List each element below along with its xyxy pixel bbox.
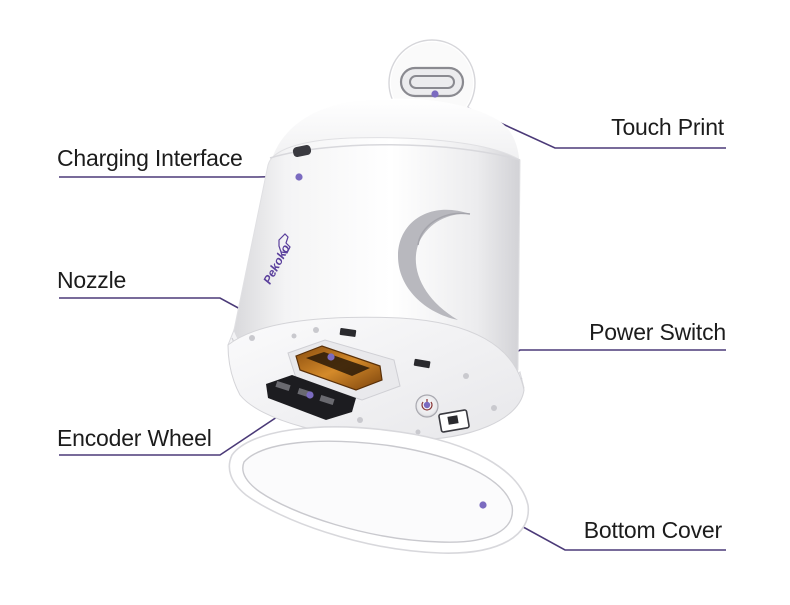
crescent-logo-icon [398, 209, 470, 320]
label-bottom-cover: Bottom Cover [583, 517, 722, 543]
label-nozzle: Nozzle [57, 267, 127, 293]
leader-line-charging [59, 175, 299, 178]
label-power-switch: Power Switch [589, 319, 726, 345]
printer-device: Pekoko [227, 98, 525, 441]
label-encoder-wheel: Encoder Wheel [57, 425, 212, 451]
dog-icon [278, 233, 291, 254]
bottom-cover [228, 426, 530, 554]
label-charging-interface: Charging Interface [57, 145, 243, 171]
power-icon [421, 401, 433, 411]
charging-port-icon [292, 144, 312, 158]
label-touch-print: Touch Print [611, 114, 724, 140]
